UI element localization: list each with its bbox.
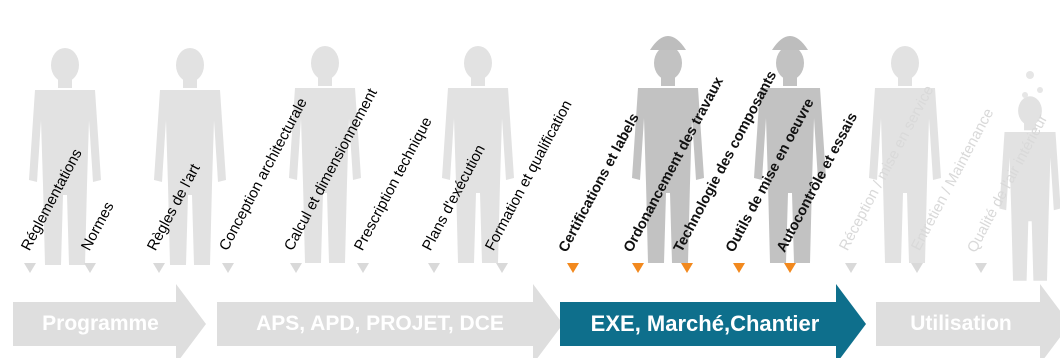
- phase-label-utilisation: Utilisation: [910, 312, 1012, 335]
- phase-label-exe: EXE, Marché,Chantier: [590, 311, 820, 336]
- phase-arrow-exe: [560, 284, 866, 358]
- marker-triangle-active: [567, 263, 579, 273]
- phase-arrow-utilisation: [876, 284, 1060, 358]
- marker-triangle: [975, 263, 987, 273]
- marker-triangle: [911, 263, 923, 273]
- marker-triangle: [428, 263, 440, 273]
- marker-triangle: [496, 263, 508, 273]
- marker-triangle-active: [681, 263, 693, 273]
- marker-triangle: [153, 263, 165, 273]
- bubbles-icon: [1022, 71, 1043, 98]
- marker-triangle-active: [784, 263, 796, 273]
- phase-arrow-programme: [13, 284, 206, 358]
- marker-triangle-active: [632, 263, 644, 273]
- phase-label-aps: APS, APD, PROJET, DCE: [256, 312, 504, 335]
- marker-triangle: [84, 263, 96, 273]
- marker-triangle: [290, 263, 302, 273]
- marker-triangle-active: [733, 263, 745, 273]
- hard-hat-icons: [650, 36, 808, 50]
- hard-hat-icon: [650, 36, 686, 50]
- marker-triangle: [222, 263, 234, 273]
- marker-triangle: [24, 263, 36, 273]
- phase-label-programme: Programme: [42, 312, 159, 335]
- hard-hat-icon: [772, 36, 808, 50]
- marker-triangle: [845, 263, 857, 273]
- marker-triangle: [357, 263, 369, 273]
- phase-arrow-aps: [217, 284, 563, 358]
